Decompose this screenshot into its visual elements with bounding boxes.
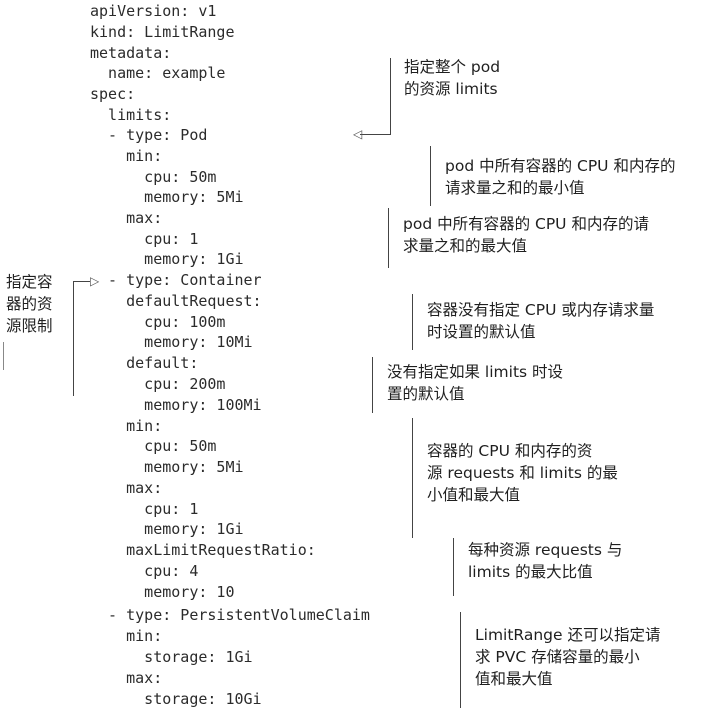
annotation-line: 值和最大值 bbox=[475, 670, 553, 688]
arrow-right-icon: ▷ bbox=[90, 274, 100, 288]
annotation-line: 的资源 limits bbox=[404, 80, 498, 98]
annotation-line: 容器的 CPU 和内存的资 bbox=[427, 442, 593, 460]
annotation-default-limits: 没有指定如果 limits 时设 置的默认值 bbox=[387, 361, 563, 405]
annotation-pod-limits: 指定整个 pod 的资源 limits bbox=[404, 56, 500, 100]
code-line: maxLimitRequestRatio: bbox=[90, 541, 316, 559]
annotation-container-min-max: 容器的 CPU 和内存的资 源 requests 和 limits 的最 小值和… bbox=[427, 440, 618, 506]
code-line: memory: 1Gi bbox=[90, 250, 244, 268]
annotation-pod-min: pod 中所有容器的 CPU 和内存的 请求量之和的最小值 bbox=[445, 155, 675, 199]
annotation-line: 求 PVC 存储容量的最小 bbox=[475, 648, 640, 666]
code-line: cpu: 100m bbox=[90, 313, 226, 331]
code-line: memory: 5Mi bbox=[90, 458, 244, 476]
annotation-line: pod 中所有容器的 CPU 和内存的请 bbox=[403, 215, 649, 233]
annotation-line: 容器没有指定 CPU 或内存请求量 bbox=[427, 301, 655, 319]
arrow-left-icon: ◁ bbox=[353, 127, 363, 141]
annotation-line: 源 requests 和 limits 的最 bbox=[427, 464, 618, 482]
code-line: cpu: 200m bbox=[90, 375, 226, 393]
code-line: spec: bbox=[90, 85, 136, 103]
code-line: default: bbox=[90, 354, 199, 372]
code-line: metadata: bbox=[90, 44, 172, 62]
code-line: max: bbox=[90, 209, 163, 227]
annotation-default-request: 容器没有指定 CPU 或内存请求量 时设置的默认值 bbox=[427, 299, 654, 343]
pod-limits-bracket bbox=[390, 58, 391, 134]
code-line: cpu: 4 bbox=[90, 562, 199, 580]
container-limits-pointer bbox=[73, 281, 90, 282]
code-line: defaultRequest: bbox=[90, 292, 262, 310]
ratio-bracket bbox=[453, 538, 454, 596]
code-line: memory: 1Gi bbox=[90, 520, 244, 538]
annotation-line: 器的资 bbox=[6, 295, 53, 313]
annotation-line: 没有指定如果 limits 时设 bbox=[387, 363, 564, 381]
default-request-bracket bbox=[412, 294, 413, 350]
annotation-line: 请求量之和的最小值 bbox=[445, 179, 585, 197]
code-line: cpu: 1 bbox=[90, 230, 199, 248]
code-line: name: example bbox=[90, 64, 226, 82]
code-line: memory: 10Mi bbox=[90, 333, 253, 351]
code-line: memory: 5Mi bbox=[90, 188, 244, 206]
code-line: kind: LimitRange bbox=[90, 23, 235, 41]
code-line: min: bbox=[90, 627, 163, 645]
code-line: - type: Container bbox=[90, 271, 262, 289]
annotation-line: pod 中所有容器的 CPU 和内存的 bbox=[445, 157, 676, 175]
annotation-line: 时设置的默认值 bbox=[427, 323, 536, 341]
code-line: cpu: 50m bbox=[90, 168, 217, 186]
code-line: storage: 10Gi bbox=[90, 690, 262, 708]
annotation-pod-max: pod 中所有容器的 CPU 和内存的请 求量之和的最大值 bbox=[403, 213, 649, 257]
pod-min-bracket bbox=[430, 146, 431, 206]
left-margin-mark bbox=[3, 342, 4, 370]
code-line: limits: bbox=[90, 106, 172, 124]
code-line: cpu: 1 bbox=[90, 500, 199, 518]
container-min-max-bracket bbox=[412, 418, 413, 538]
annotation-line: 小值和最大值 bbox=[427, 486, 521, 504]
code-line: min: bbox=[90, 147, 163, 165]
code-line: memory: 100Mi bbox=[90, 396, 262, 414]
annotation-line: 每种资源 requests 与 bbox=[468, 541, 623, 559]
code-line: apiVersion: v1 bbox=[90, 2, 217, 20]
annotation-ratio: 每种资源 requests 与 limits 的最大比值 bbox=[468, 539, 622, 583]
code-line: storage: 1Gi bbox=[90, 648, 253, 666]
container-limits-bracket bbox=[73, 281, 74, 396]
code-line: cpu: 50m bbox=[90, 437, 217, 455]
code-line: - type: PersistentVolumeClaim bbox=[90, 606, 370, 624]
annotation-line: 指定容 bbox=[6, 273, 53, 291]
annotation-line: 求量之和的最大值 bbox=[403, 237, 528, 255]
annotation-line: 指定整个 pod bbox=[404, 58, 501, 76]
code-line: min: bbox=[90, 417, 163, 435]
pod-max-bracket bbox=[388, 208, 389, 268]
code-line: - type: Pod bbox=[90, 126, 208, 144]
pvc-bracket bbox=[460, 612, 461, 708]
annotation-line: limits 的最大比值 bbox=[468, 563, 593, 581]
annotation-line: 源限制 bbox=[6, 317, 53, 335]
code-line: max: bbox=[90, 669, 163, 687]
annotation-line: LimitRange 还可以指定请 bbox=[475, 626, 661, 644]
annotation-line: 置的默认值 bbox=[387, 385, 465, 403]
annotation-pvc: LimitRange 还可以指定请 求 PVC 存储容量的最小 值和最大值 bbox=[475, 624, 660, 690]
code-line: max: bbox=[90, 479, 163, 497]
default-limits-bracket bbox=[372, 357, 373, 413]
pod-limits-pointer bbox=[360, 134, 391, 135]
code-line: memory: 10 bbox=[90, 583, 235, 601]
annotation-container-limits: 指定容 器的资 源限制 bbox=[6, 271, 53, 337]
